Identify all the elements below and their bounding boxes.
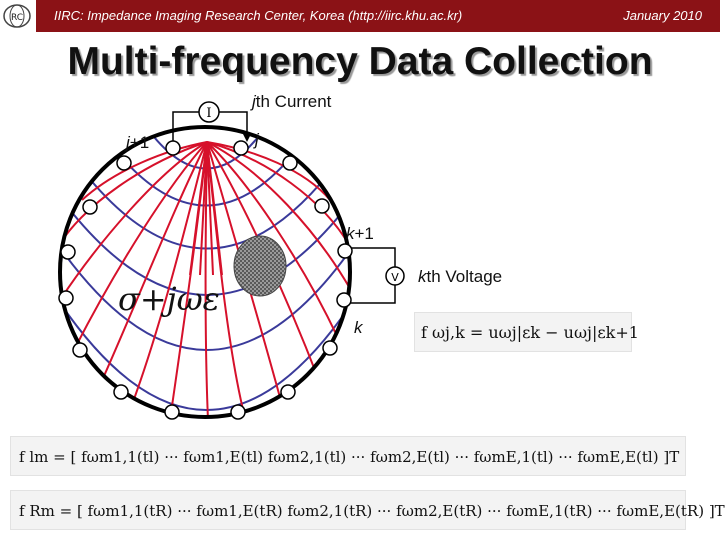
electrodes bbox=[58, 140, 353, 420]
slide-title: Multi-frequency Data Collection bbox=[67, 40, 653, 83]
label-k-plus-1: k+1 bbox=[346, 224, 374, 243]
electrode bbox=[322, 340, 338, 356]
electrode bbox=[113, 384, 129, 400]
label-kth-voltage: kth Voltage bbox=[418, 267, 503, 286]
electrode bbox=[282, 155, 298, 171]
electrode bbox=[314, 198, 330, 214]
electrode bbox=[72, 342, 88, 358]
label-j: j bbox=[255, 130, 259, 149]
right-data-vector-equation: f Rm = [ fωm1,1(tR) ··· fωm1,E(tR) fωm2,… bbox=[10, 490, 725, 530]
voltmeter-symbol: V bbox=[391, 271, 399, 284]
electrode bbox=[116, 155, 132, 171]
voltmeter-icon bbox=[385, 266, 405, 286]
left-data-vector-equation: f lm = [ fωm1,1(tl) ··· fωm1,E(tl) fωm2,… bbox=[10, 436, 686, 476]
current-source bbox=[172, 111, 251, 142]
svg-text:RC: RC bbox=[11, 13, 23, 23]
current-streamlines bbox=[60, 141, 350, 417]
voltage-difference-equation: f ωj,k = uωj|εk − uωj|εk+1 bbox=[414, 312, 639, 352]
electrode bbox=[337, 243, 353, 259]
domain-boundary bbox=[58, 125, 352, 419]
current-source-icon bbox=[198, 101, 220, 123]
electrode bbox=[58, 290, 74, 306]
header-bar: IIRC: Impedance Imaging Research Center,… bbox=[36, 0, 720, 32]
electrode bbox=[164, 404, 180, 420]
electrode bbox=[165, 140, 181, 156]
iirc-logo-icon: RC bbox=[3, 4, 31, 28]
voltmeter-wiring bbox=[350, 247, 396, 304]
admittivity-label: σ+jωε bbox=[118, 280, 220, 318]
label-k: k bbox=[354, 318, 363, 337]
current-source-symbol: I bbox=[206, 106, 211, 121]
label-j-plus-1: j+1 bbox=[126, 133, 150, 152]
electrode bbox=[60, 244, 76, 260]
electrode bbox=[336, 292, 352, 308]
electrode bbox=[230, 404, 246, 420]
electrode bbox=[280, 384, 296, 400]
anomaly-inclusion bbox=[233, 235, 287, 297]
header-date: January 2010 bbox=[623, 8, 702, 23]
label-jth-current: jth Current bbox=[252, 92, 332, 111]
electrode bbox=[82, 199, 98, 215]
electrode bbox=[233, 140, 249, 156]
header-title: IIRC: Impedance Imaging Research Center,… bbox=[54, 8, 463, 23]
